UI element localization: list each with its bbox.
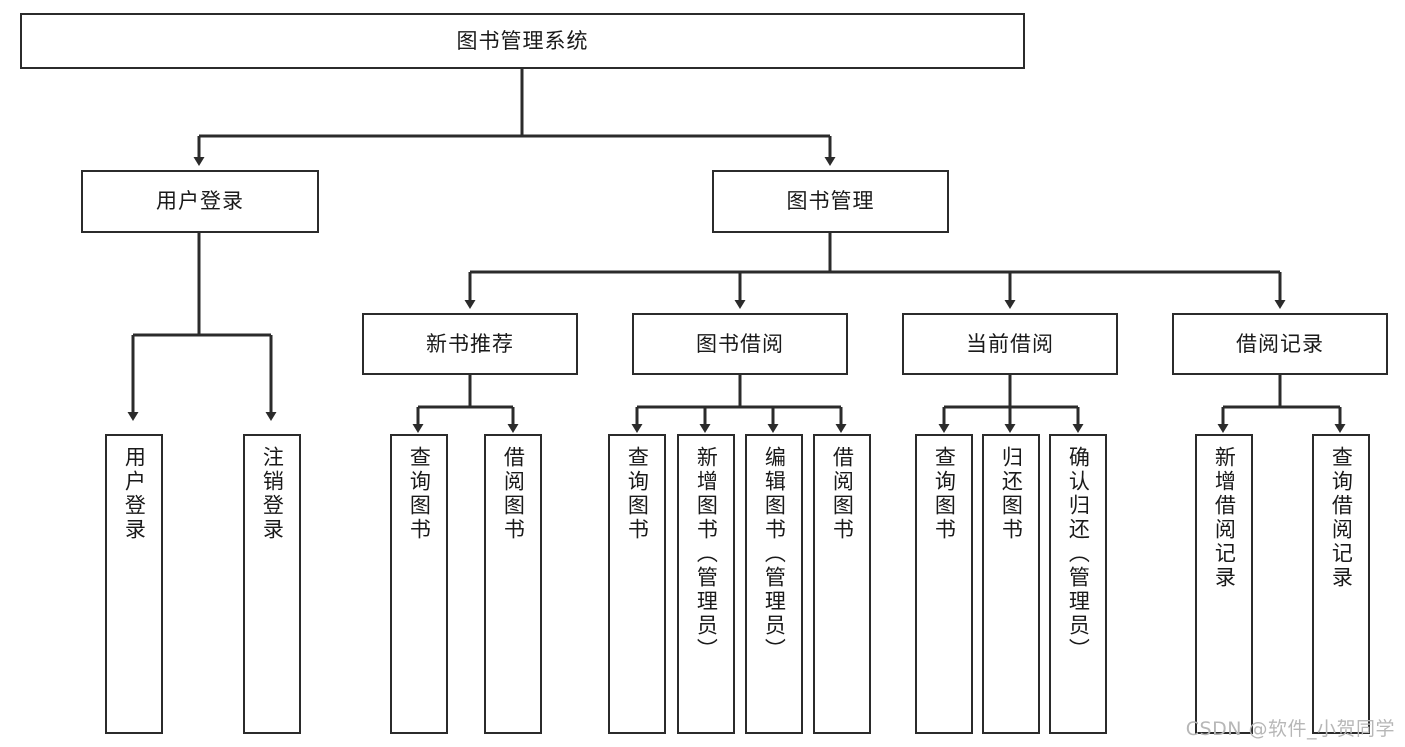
node-label: 查询借阅记录 (1329, 446, 1354, 590)
node-borrow-record[interactable]: 借阅记录 (1172, 313, 1388, 375)
node-label: 当前借阅 (966, 331, 1054, 356)
node-label: 查询图书 (932, 446, 957, 542)
node-new-book-recommend[interactable]: 新书推荐 (362, 313, 578, 375)
leaf-logout-login[interactable]: 注销登录 (243, 434, 301, 734)
node-label: 新书推荐 (426, 331, 514, 356)
leaf-user-login[interactable]: 用户登录 (105, 434, 163, 734)
node-label: 用户登录 (122, 446, 147, 542)
leaf-edit-book-admin[interactable]: 编辑图书（管理员） (745, 434, 803, 734)
node-current-borrow[interactable]: 当前借阅 (902, 313, 1118, 375)
leaf-confirm-return-admin[interactable]: 确认归还（管理员） (1049, 434, 1107, 734)
node-label: 图书借阅 (696, 331, 784, 356)
node-label: 借阅记录 (1236, 331, 1324, 356)
leaf-borrow-book-recommend[interactable]: 借阅图书 (484, 434, 542, 734)
node-label: 图书管理系统 (456, 28, 589, 53)
leaf-query-borrow-record[interactable]: 查询借阅记录 (1312, 434, 1370, 734)
node-label: 用户登录 (156, 189, 244, 214)
leaf-query-book-current[interactable]: 查询图书 (915, 434, 973, 734)
node-label: 注销登录 (260, 446, 285, 542)
leaf-borrow-book[interactable]: 借阅图书 (813, 434, 871, 734)
leaf-add-borrow-record[interactable]: 新增借阅记录 (1195, 434, 1253, 734)
node-book-borrow[interactable]: 图书借阅 (632, 313, 848, 375)
node-label: 借阅图书 (830, 446, 855, 542)
node-label: 编辑图书（管理员） (762, 446, 787, 662)
node-label: 归还图书 (999, 446, 1024, 542)
node-root-book-management-system[interactable]: 图书管理系统 (20, 13, 1025, 69)
node-label: 确认归还（管理员） (1066, 446, 1091, 662)
watermark-text: CSDN @软件_小贺同学 (1185, 718, 1395, 740)
leaf-query-book-recommend[interactable]: 查询图书 (390, 434, 448, 734)
node-label: 借阅图书 (501, 446, 526, 542)
node-user-login[interactable]: 用户登录 (81, 170, 319, 233)
node-label: 新增借阅记录 (1212, 446, 1237, 590)
node-book-management[interactable]: 图书管理 (712, 170, 949, 233)
leaf-add-book-admin[interactable]: 新增图书（管理员） (677, 434, 735, 734)
leaf-query-book-borrow[interactable]: 查询图书 (608, 434, 666, 734)
leaf-return-book[interactable]: 归还图书 (982, 434, 1040, 734)
node-label: 图书管理 (786, 189, 875, 214)
node-label: 新增图书（管理员） (694, 446, 719, 662)
node-label: 查询图书 (625, 446, 650, 542)
node-label: 查询图书 (407, 446, 432, 542)
